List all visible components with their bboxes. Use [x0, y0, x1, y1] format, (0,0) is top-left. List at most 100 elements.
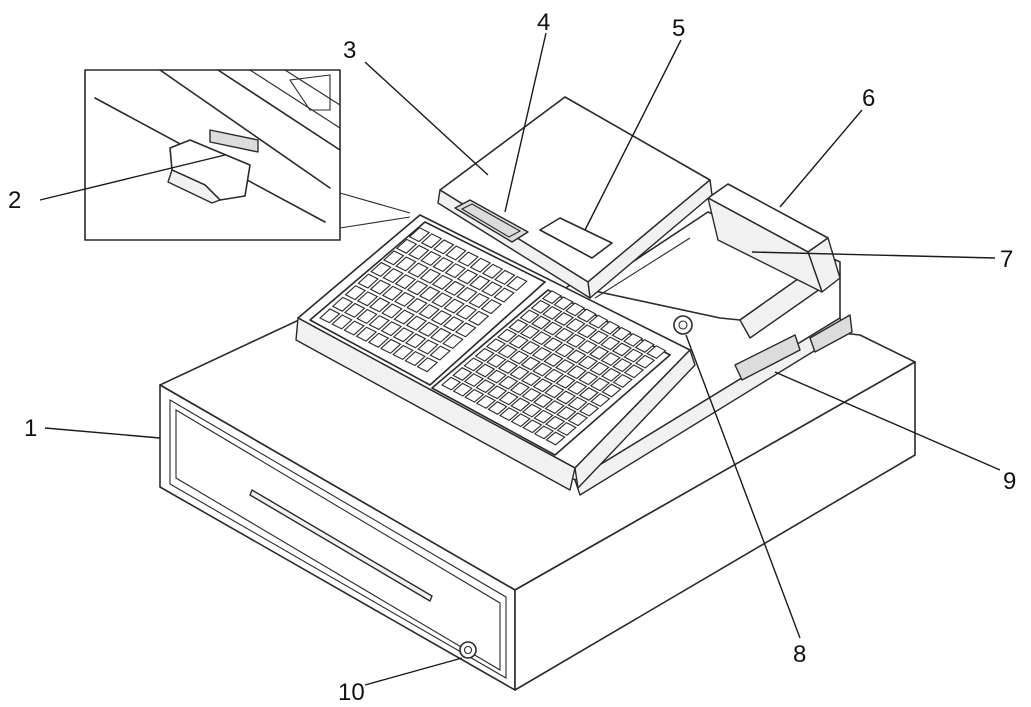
- keyboard-key: [344, 302, 366, 318]
- keyboard-key: [355, 326, 378, 342]
- keyboard-key: [519, 309, 540, 324]
- keyboard-key: [623, 348, 644, 363]
- rear-display: [707, 183, 841, 293]
- keyboard-key: [565, 333, 587, 348]
- drawer-handle-slot: [249, 489, 433, 602]
- keyboard-key: [405, 315, 428, 331]
- keyboard-key: [545, 431, 566, 446]
- keyboard-key: [510, 413, 531, 428]
- keyboard-key: [588, 314, 609, 329]
- keyboard-key: [430, 310, 453, 326]
- keyboard-key: [408, 227, 431, 243]
- keyboard-key: [556, 421, 577, 436]
- function-keys: [319, 227, 528, 373]
- keyboard-key: [521, 372, 542, 387]
- keyboard-key: [463, 357, 484, 372]
- keyboard-key: [431, 292, 453, 308]
- keyboard-key: [468, 292, 490, 309]
- keyboard-key: [542, 321, 563, 336]
- keyboard-key: [420, 233, 443, 249]
- keyboard-key: [532, 378, 553, 393]
- keyboard-key: [541, 290, 563, 305]
- keyboard-key: [566, 365, 587, 380]
- keyboard-key: [420, 250, 442, 267]
- keyboard-key: [506, 275, 528, 292]
- keyboard-key: [577, 355, 599, 370]
- keyboard-key: [579, 402, 600, 417]
- keyboard-key: [543, 368, 565, 383]
- keyboard-key: [418, 303, 440, 320]
- callout-2: 2: [8, 187, 21, 214]
- keyboard-key: [445, 245, 467, 261]
- leader-7: [751, 251, 996, 259]
- keyboard-key: [555, 390, 577, 405]
- callout-1: 1: [24, 415, 37, 442]
- keyboard-key: [369, 279, 392, 295]
- keyboard-key: [431, 274, 454, 290]
- keyboard-key: [407, 262, 429, 278]
- keyboard-key: [533, 409, 554, 424]
- keyboard-key: [533, 425, 555, 440]
- keyboard-key: [406, 297, 428, 314]
- keyboard-key: [497, 344, 518, 359]
- keyboard-key: [442, 333, 464, 350]
- customer-display-window: [539, 217, 613, 259]
- keyboard-key: [404, 350, 426, 367]
- leader-6: [779, 109, 863, 208]
- keyboard-key: [480, 299, 503, 315]
- keyboard-key: [367, 332, 390, 348]
- keyboard-key: [601, 367, 622, 382]
- keyboard-key: [497, 360, 519, 374]
- keyboard-key: [392, 344, 414, 361]
- keyboard-key: [499, 407, 520, 422]
- keyboard-key: [475, 379, 496, 394]
- keyboard-key: [577, 324, 598, 339]
- keyboard-key: [612, 358, 633, 373]
- front-display: [437, 96, 713, 299]
- keyboard-key: [601, 383, 622, 398]
- keyboard-key: [565, 318, 586, 333]
- keyboard-key: [635, 354, 656, 369]
- keyboard-key: [521, 403, 543, 418]
- leader-10: [364, 657, 463, 686]
- keyboard-key: [463, 373, 485, 388]
- keyboard-key: [522, 419, 543, 434]
- keyboard-key: [578, 371, 599, 386]
- keyboard-key: [611, 326, 632, 341]
- keyboard-key: [383, 250, 405, 266]
- keyboard-key: [456, 269, 479, 285]
- keyboard-key: [343, 320, 365, 336]
- keyboard-key: [395, 238, 418, 254]
- keyboard-key: [589, 377, 611, 392]
- keyboard-key: [508, 334, 529, 349]
- keyboard-key: [544, 400, 565, 415]
- keyboard-key: [433, 239, 455, 255]
- keyboard-key: [392, 327, 415, 343]
- keyboard-key: [520, 356, 541, 371]
- keyboard-key: [493, 287, 515, 303]
- keyboard-key: [475, 363, 496, 378]
- keyboard-key: [417, 321, 440, 337]
- keyboard-key: [419, 268, 442, 284]
- keyboard-key: [380, 338, 402, 354]
- keyboard-key: [395, 256, 417, 272]
- keyboard-key: [382, 267, 404, 284]
- keyboard-key: [543, 337, 564, 352]
- keyboard-key: [452, 367, 473, 381]
- callout-5: 5: [672, 15, 685, 42]
- keyboard-key: [600, 352, 621, 367]
- keyboard-key: [405, 333, 427, 349]
- drawer-lock: [459, 641, 477, 659]
- keyboard-key: [589, 346, 610, 360]
- keyboard-key: [567, 412, 589, 427]
- callout-9: 9: [1003, 468, 1016, 495]
- keyboard-key: [457, 251, 479, 267]
- keyboard-key: [368, 314, 390, 331]
- keyboard-key: [464, 388, 485, 403]
- callout-3: 3: [343, 37, 356, 64]
- keyboard-key: [565, 302, 586, 317]
- keyboard-key: [369, 297, 391, 313]
- keyboard-key: [406, 280, 429, 296]
- keyboard-key: [442, 316, 465, 332]
- keyboard-key: [443, 298, 465, 314]
